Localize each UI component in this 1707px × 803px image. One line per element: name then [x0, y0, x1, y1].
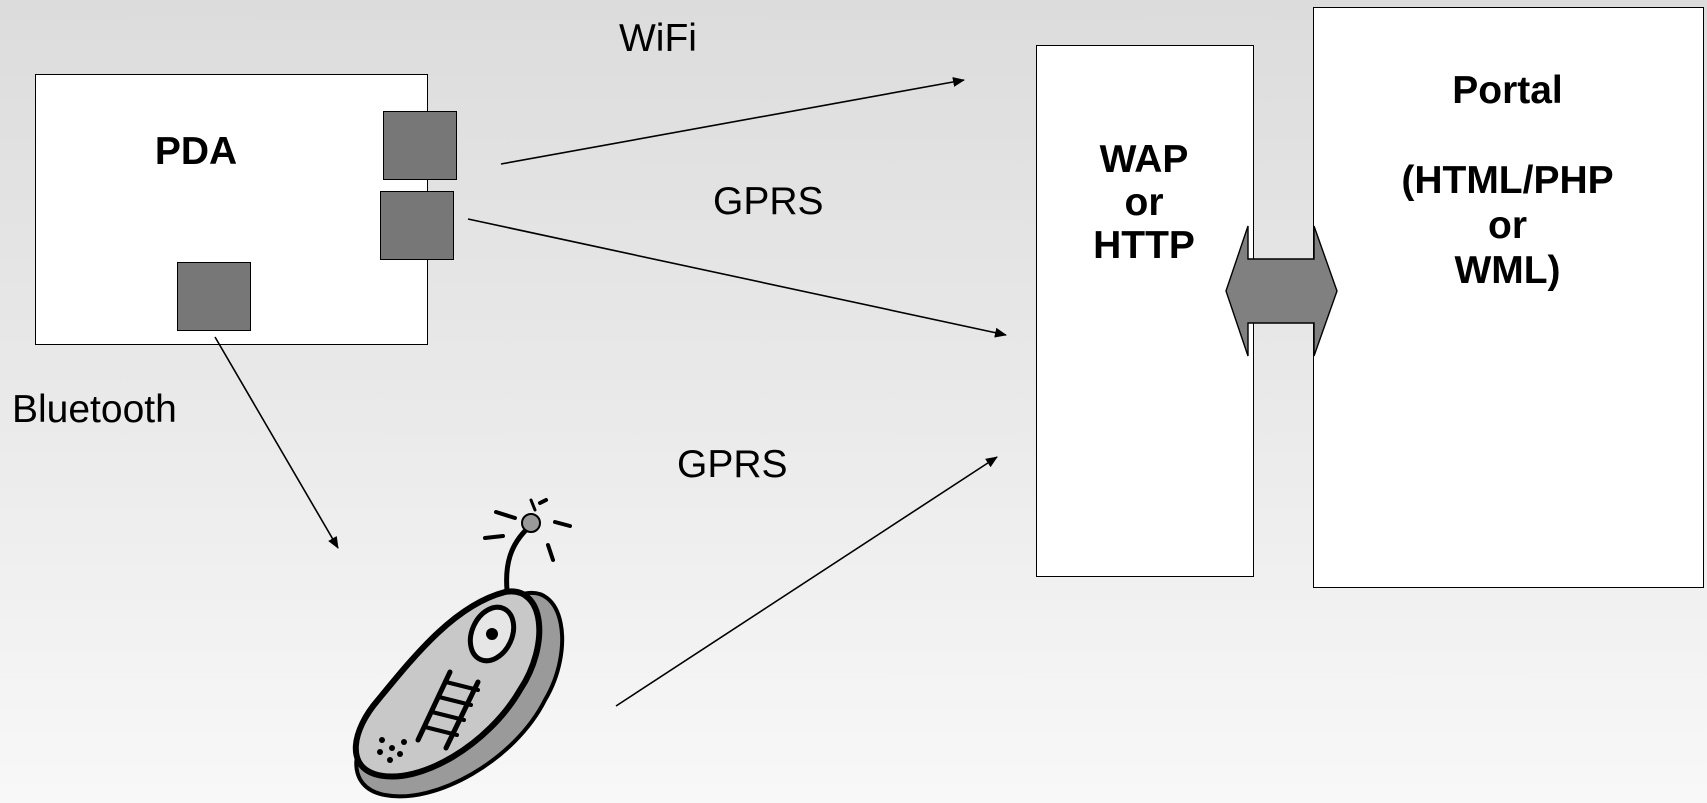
gprs-pda-label: GPRS — [713, 180, 824, 223]
bluetooth-arrow — [214, 336, 339, 549]
portal-line-5: WML) — [1454, 249, 1561, 292]
double-arrow-icon — [1225, 225, 1338, 357]
wifi-label: WiFi — [619, 17, 697, 60]
pda-label: PDA — [154, 130, 238, 173]
gateway-line-3: HTTP — [1093, 224, 1195, 267]
gateway-line-1: WAP — [1099, 138, 1189, 181]
portal-line-1: Portal — [1452, 69, 1563, 112]
gprs-module — [380, 191, 454, 260]
bluetooth-module — [177, 262, 251, 331]
gprs-phone-arrow — [615, 456, 998, 707]
gprs-phone-label: GPRS — [677, 443, 788, 486]
mobile-phone-icon — [352, 498, 572, 799]
gateway-label: WAP or HTTP — [1037, 138, 1251, 267]
portal-label: Portal (HTML/PHP or WML) — [1314, 68, 1701, 293]
bluetooth-label: Bluetooth — [12, 388, 177, 431]
wifi-module — [383, 111, 457, 180]
gateway-line-2: or — [1124, 181, 1164, 224]
gateway-box: WAP or HTTP — [1036, 45, 1254, 577]
portal-line-3: (HTML/PHP — [1401, 159, 1614, 202]
gprs-pda-arrow — [467, 218, 1007, 338]
portal-line-4: or — [1488, 204, 1527, 247]
wifi-arrow — [500, 77, 965, 165]
